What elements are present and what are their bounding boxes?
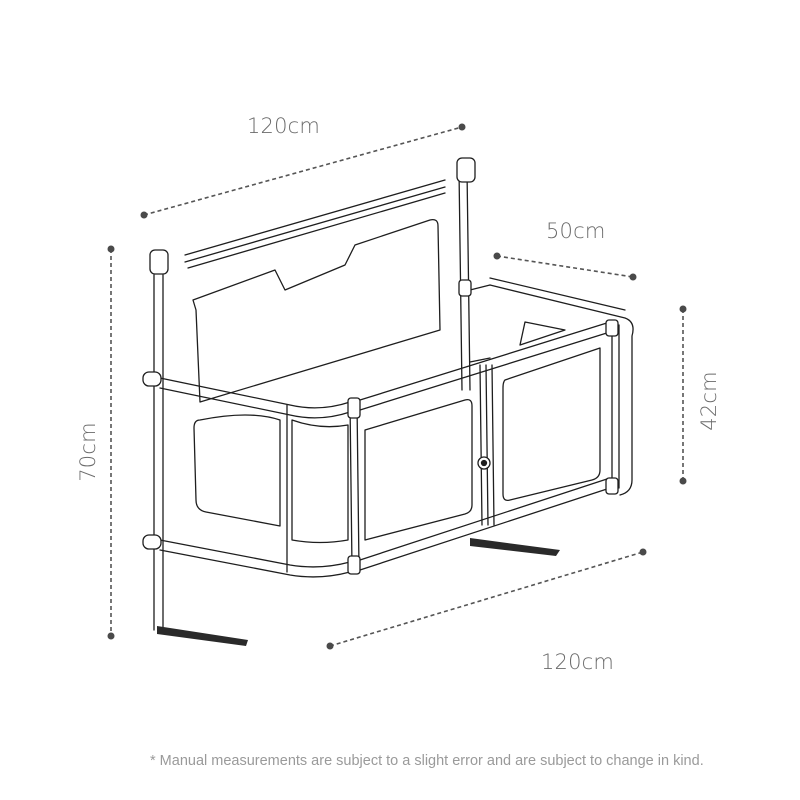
top-length-label: 120cm [247, 114, 321, 138]
measurement-disclaimer: * Manual measurements are subject to a s… [150, 753, 704, 769]
depth-label: 50cm [546, 219, 606, 243]
mattress-straps [157, 538, 560, 646]
rail-structure [142, 157, 634, 631]
side-height-label: 42cm [696, 371, 721, 431]
total-height-label: 70cm [75, 422, 100, 482]
dimension-lines [110, 126, 684, 647]
bottom-length-label: 120cm [541, 650, 615, 674]
dimension-endpoints [107, 123, 687, 650]
